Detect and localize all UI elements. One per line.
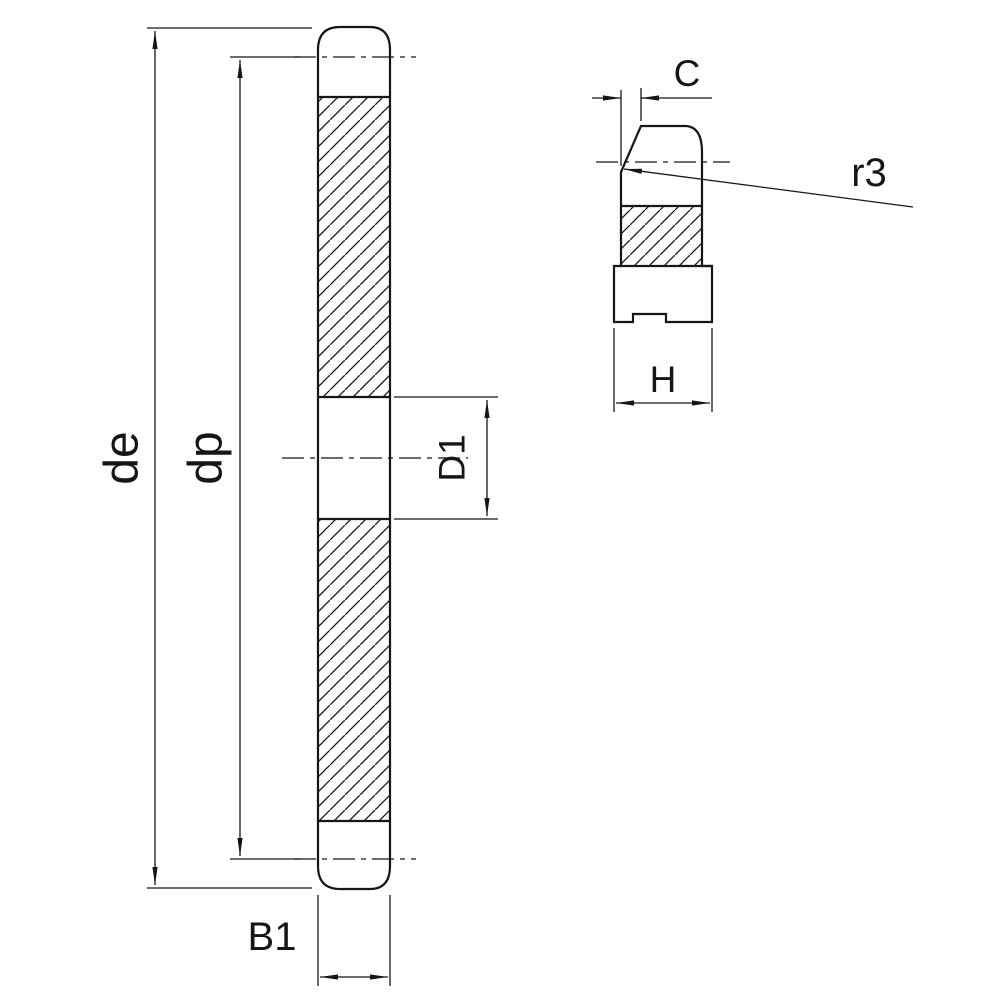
label-b1: B1 (248, 915, 297, 959)
r3-leader-line (623, 168, 914, 208)
dimension-dp: dp (180, 56, 300, 860)
label-dp: dp (180, 431, 233, 484)
front-section-view (282, 25, 468, 891)
label-h: H (650, 359, 677, 400)
label-r3: r3 (851, 151, 887, 195)
dimension-d1: D1 (394, 396, 498, 520)
dimension-h: H (613, 328, 713, 412)
hatch-upper-section (318, 97, 390, 397)
dimension-de: de (96, 27, 312, 889)
label-de: de (96, 431, 149, 484)
label-d1: D1 (432, 434, 473, 481)
dimension-c: C (592, 53, 712, 166)
tooth-detail-view (596, 124, 730, 324)
label-c: C (674, 53, 701, 94)
leader-r3: r3 (623, 151, 914, 208)
dimension-b1: B1 (248, 895, 391, 986)
hatch-lower-section (318, 519, 390, 821)
hatch-tooth-section (621, 206, 702, 266)
